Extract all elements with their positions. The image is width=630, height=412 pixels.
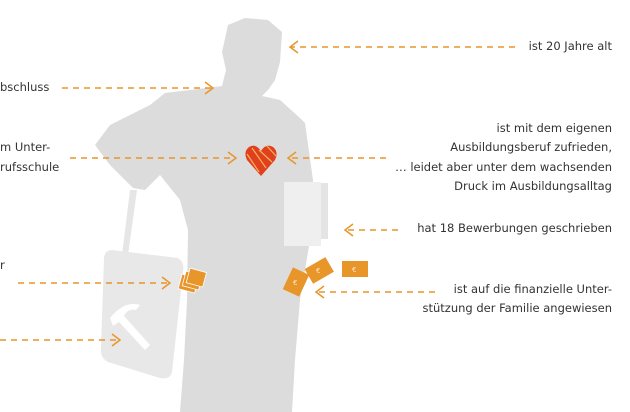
tote-bag (100, 190, 184, 379)
label-school-2: rufsschule (0, 160, 60, 174)
label-family-2: stützung der Familie angewiesen (422, 301, 613, 315)
label-degree: bschluss (0, 80, 50, 94)
hammer-icon (110, 303, 150, 350)
label-family-1: ist auf die finanzielle Unter- (453, 282, 612, 296)
label-satisfied-1: ist mit dem eigenen (496, 121, 612, 135)
pointer-arrows (0, 47, 515, 340)
label-satisfied-3: … leidet aber unter dem wachsenden (395, 160, 612, 174)
person-silhouette (95, 18, 313, 412)
money-stack-icon (177, 267, 207, 294)
label-school-1: m Unter- (0, 140, 51, 154)
application-papers (284, 182, 328, 246)
svg-text:€: € (293, 279, 297, 287)
label-satisfied-2: Ausbildungsberuf zufrieden, (450, 140, 612, 154)
euro-notes-icon: € € € (282, 257, 368, 297)
heart-icon (245, 145, 277, 176)
svg-text:€: € (352, 266, 356, 274)
label-applications: hat 18 Bewerbungen geschrieben (417, 221, 612, 235)
label-satisfied-4: Druck im Ausbildungsalltag (454, 179, 612, 193)
svg-text:€: € (316, 267, 320, 275)
label-money: r (0, 258, 5, 272)
label-age: ist 20 Jahre alt (528, 39, 612, 53)
